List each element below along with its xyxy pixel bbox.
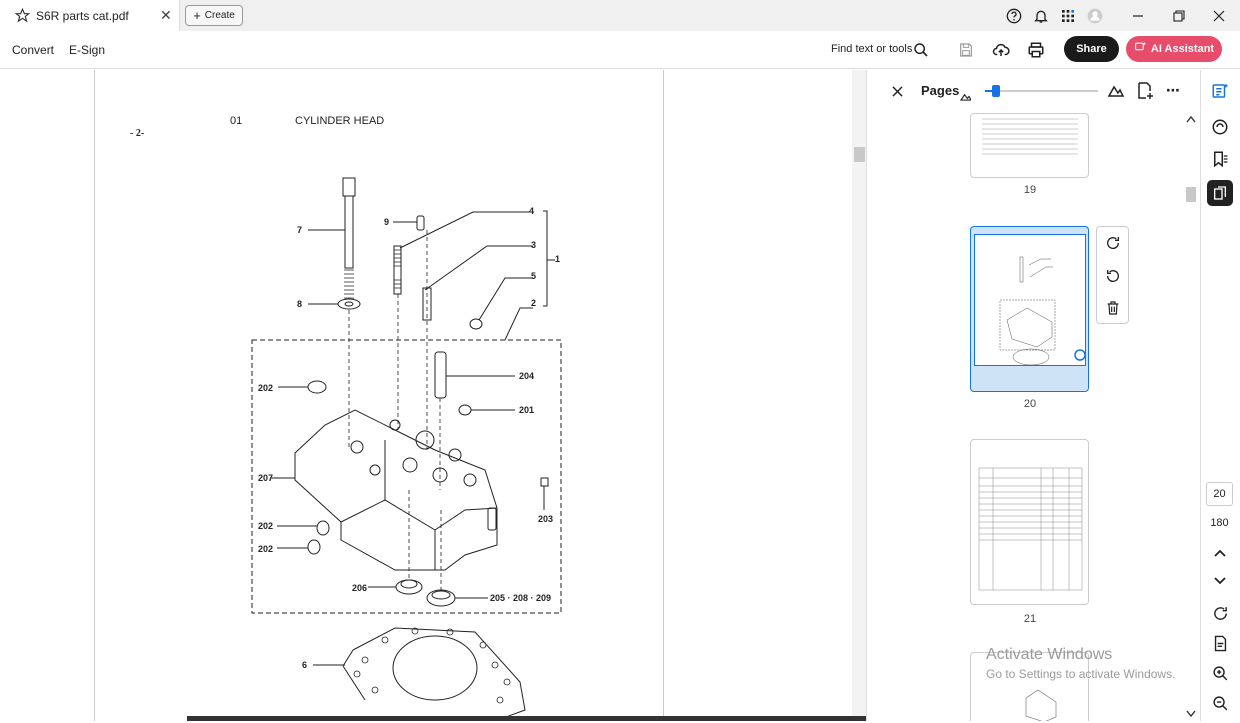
title-bar: S6R parts cat.pdf ✕ + Create (0, 0, 1240, 31)
menu-bar (0, 31, 1240, 69)
thumbnail-content (974, 234, 1086, 366)
insert-page-icon[interactable] (1137, 82, 1153, 104)
ai-assistant-button[interactable]: AI Assistant (1126, 36, 1222, 62)
page-thumbnail[interactable] (970, 113, 1089, 178)
thumbnail-content (982, 118, 1078, 155)
thumbnail-slider-knob[interactable] (992, 85, 1000, 97)
callout-label: 1 (555, 254, 561, 264)
zoom-out-icon[interactable] (1209, 692, 1231, 714)
activate-windows-subtitle: Go to Settings to activate Windows. (986, 667, 1176, 681)
bookmark-icon[interactable] (1209, 148, 1231, 170)
pages-icon[interactable] (1207, 180, 1233, 206)
share-button[interactable]: Share (1064, 36, 1119, 62)
zoom-in-icon[interactable] (1209, 662, 1231, 684)
comment-icon[interactable] (1209, 116, 1231, 138)
pages-scrollbar[interactable] (1184, 113, 1198, 717)
callout-label: 3 (531, 240, 537, 250)
page-thumbnail[interactable] (970, 652, 1089, 721)
callout-label: 202 (258, 521, 274, 531)
trash-icon[interactable] (1105, 300, 1121, 321)
avatar[interactable] (1086, 7, 1104, 25)
rotate-view-icon[interactable] (1209, 602, 1231, 624)
find-text-or-tools[interactable]: Find text or tools (831, 43, 913, 55)
page-thumbnail[interactable] (970, 439, 1089, 605)
page-extract-icon[interactable] (1209, 632, 1231, 654)
document-scroll-thumb[interactable] (854, 147, 865, 162)
close-tab-icon[interactable]: ✕ (160, 7, 172, 23)
callout-label: 5 (531, 271, 537, 281)
plus-icon: + (193, 8, 201, 23)
horizontal-scrollbar[interactable] (187, 716, 866, 721)
callout-label: 203 (538, 514, 554, 524)
page-number-text: - 2- (130, 128, 145, 139)
rotate-counterclockwise-icon[interactable] (1105, 268, 1121, 289)
pages-panel (866, 70, 1200, 721)
thumbnail-size-slider[interactable] (985, 90, 1098, 92)
rotate-clockwise-icon[interactable] (1105, 235, 1121, 256)
callout-label: 4 (529, 206, 535, 216)
callout-label: 206 (352, 583, 368, 593)
callout-label: 9 (384, 217, 390, 227)
section-title: CYLINDER HEAD (295, 115, 385, 127)
callout-label: 2 (531, 298, 537, 308)
more-options-icon[interactable]: ⋯ (1166, 82, 1180, 98)
apps-grid-icon[interactable] (1059, 7, 1077, 25)
callout-label: 207 (258, 473, 274, 483)
close-window-button[interactable] (1199, 0, 1239, 31)
minimize-button[interactable] (1118, 0, 1158, 31)
esign-menu[interactable]: E-Sign (69, 43, 106, 57)
close-panel-icon[interactable] (892, 84, 903, 102)
right-tool-rail (1200, 70, 1240, 721)
total-pages: 180 (1210, 517, 1229, 529)
create-label: Create (204, 10, 235, 21)
create-button[interactable]: + Create (185, 5, 243, 26)
callout-label: 8 (297, 299, 303, 309)
callout-label: 6 (302, 660, 308, 670)
callout-label: 204 (519, 371, 535, 381)
pdf-page[interactable]: - 2- 01 CYLINDER HEAD (94, 70, 664, 721)
section-number: 01 (230, 115, 243, 127)
search-icon[interactable] (911, 40, 931, 60)
thumbnail-slider-fill (985, 90, 996, 92)
restore-button[interactable] (1159, 0, 1199, 31)
ai-summary-icon[interactable] (1209, 80, 1231, 102)
callout-label: 201 (519, 405, 535, 415)
star-icon[interactable] (14, 7, 31, 26)
callout-label: 202 (258, 383, 274, 393)
thumbnail-content (978, 467, 1083, 591)
bell-icon[interactable] (1032, 7, 1050, 25)
current-page-input[interactable]: 20 (1206, 482, 1233, 506)
ai-assistant-label: AI Assistant (1150, 43, 1215, 55)
tab-title: S6R parts cat.pdf (36, 9, 129, 23)
next-page-icon[interactable] (1209, 570, 1231, 592)
scroll-up-arrow-icon[interactable] (1186, 115, 1196, 125)
pages-panel-title: Pages (921, 83, 960, 98)
document-tab[interactable]: S6R parts cat.pdf ✕ (0, 0, 180, 31)
thumbnail-label: 20 (1023, 398, 1037, 410)
thumbnail-label: 21 (1023, 613, 1037, 625)
callout-label: 202 (258, 544, 274, 554)
page-thumbnail-selected[interactable] (970, 226, 1089, 392)
previous-page-icon[interactable] (1209, 542, 1231, 564)
document-scrollbar[interactable] (852, 70, 866, 721)
scroll-down-arrow-icon[interactable] (1186, 705, 1196, 723)
thumbnail-content (1025, 689, 1057, 721)
cloud-upload-icon[interactable] (991, 40, 1011, 60)
activate-windows-title: Activate Windows (986, 646, 1113, 663)
cylinder-head-drawing (251, 177, 562, 721)
print-icon[interactable] (1026, 40, 1046, 60)
thumbnail-actions (1096, 226, 1129, 324)
resize-handle[interactable] (1072, 347, 1088, 368)
convert-menu[interactable]: Convert (12, 43, 55, 57)
thumbnail-label: 19 (1023, 184, 1037, 196)
pages-scroll-thumb[interactable] (1186, 187, 1196, 202)
callout-label: 205 · 208 · 209 (490, 593, 552, 603)
ai-sparkle-icon (1134, 41, 1147, 57)
zoom-out-mountain-icon[interactable] (959, 88, 972, 106)
zoom-in-mountain-icon[interactable] (1107, 84, 1125, 102)
save-icon[interactable] (956, 40, 976, 60)
callout-label: 7 (297, 225, 303, 235)
help-icon[interactable] (1005, 7, 1023, 25)
